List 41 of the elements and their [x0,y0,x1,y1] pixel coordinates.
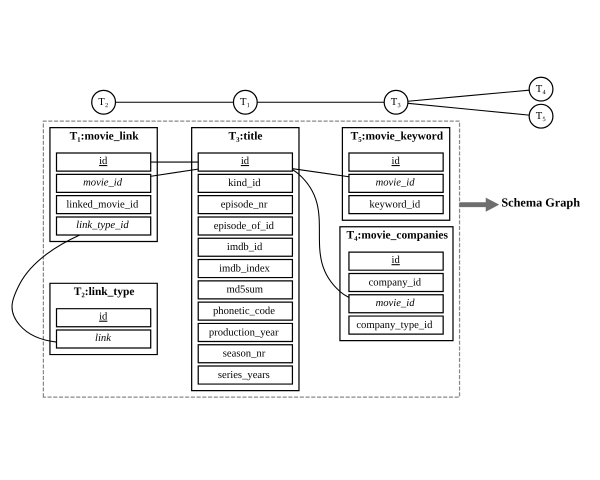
node-text: Schema Graph [501,195,580,210]
connector [116,101,234,102]
node-box: episode_nr [198,194,294,214]
connector [292,168,349,177]
node-box: season_nr [198,344,294,363]
connector [292,168,350,298]
node-box: id [348,152,444,172]
node-box: movie_id [56,173,152,192]
arrow [460,197,500,212]
connector [408,102,530,116]
node-box: episode_of_id [198,216,294,236]
node-box: series_years [198,364,294,384]
node-box: keyword_id [348,194,444,214]
node-box: linked_movie_id [56,194,152,214]
connector [12,234,80,342]
node-box: movie_id [348,294,444,313]
node-box: md5sum [198,280,294,299]
node-box: id [348,251,444,270]
node-circle: T₅ [528,103,554,128]
node-box: link [56,328,152,348]
node-box: movie_id [348,173,444,192]
node-circle: T₁ [232,89,258,114]
connector [257,101,384,102]
node-box: id [56,308,152,327]
node-box: imdb_index [198,258,294,278]
node-box: kind_id [198,173,294,192]
node-circle: T₂ [91,89,116,114]
node-box: company_id [348,272,444,292]
node-box: id [56,152,152,172]
connector [408,89,530,102]
cluster [42,120,460,398]
node-circle: T₄ [528,76,554,102]
node-box: company_type_id [348,314,444,334]
node-box: production_year [198,322,294,342]
node-box: phonetic_code [198,301,294,320]
node-box: imdb_id [198,237,294,256]
node-circle: T₃ [384,89,409,114]
node-box: link_type_id [56,216,152,236]
node-box: id [198,152,294,172]
connector [150,168,198,176]
connector [151,161,198,162]
